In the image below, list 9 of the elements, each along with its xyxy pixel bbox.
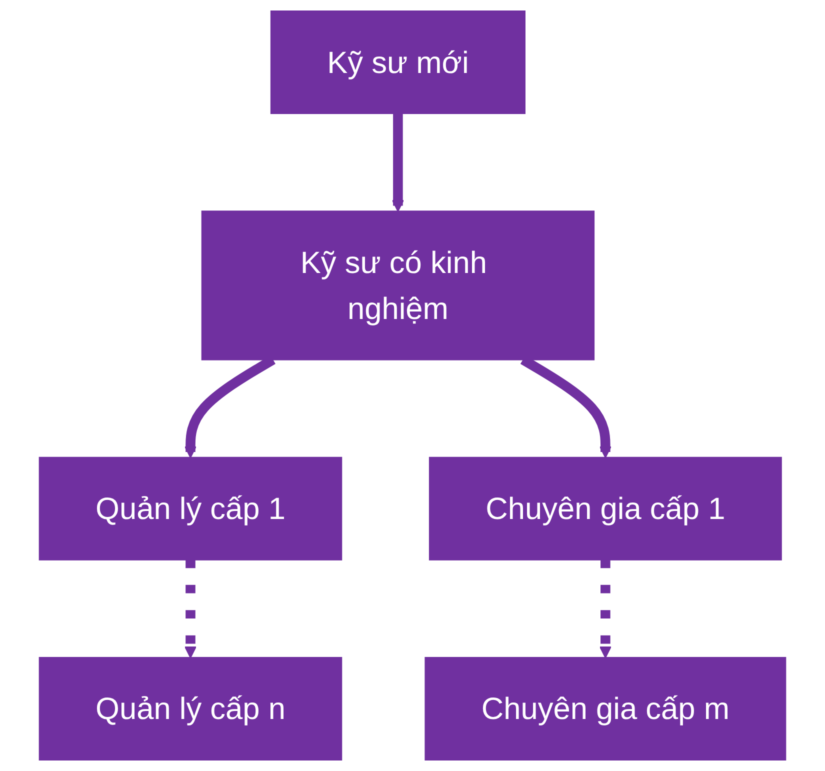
node-box: Kỹ sư có kinh nghiệm xyxy=(201,210,595,360)
arrow xyxy=(392,113,404,212)
node-box: Chuyên gia cấp m xyxy=(424,656,786,760)
arrow xyxy=(599,560,612,658)
node-box: Quản lý cấp 1 xyxy=(38,456,342,560)
node-box: Kỹ sư mới xyxy=(270,10,526,114)
node-box: Chuyên gia cấp 1 xyxy=(428,456,782,560)
arrow xyxy=(184,560,197,658)
node-box: Quản lý cấp n xyxy=(38,656,342,760)
